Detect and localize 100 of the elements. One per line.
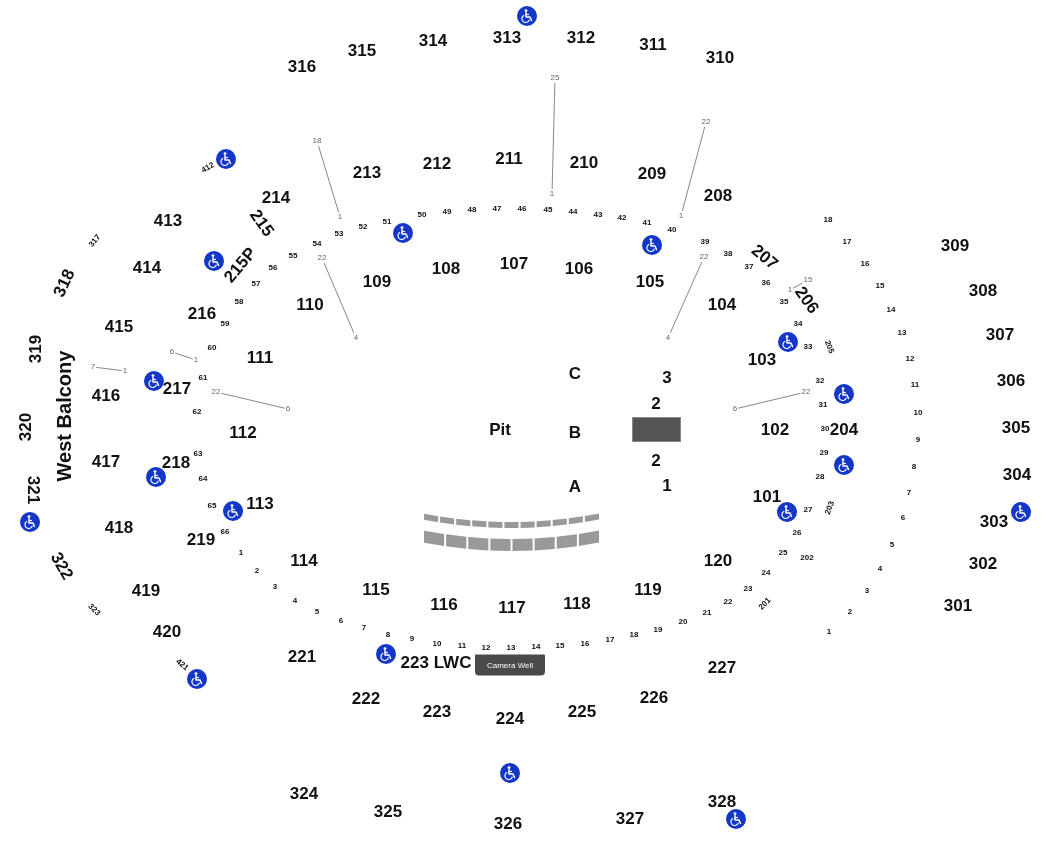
row-range-number: 22 <box>701 118 711 126</box>
row-number: 61 <box>198 374 208 382</box>
row-number: 43 <box>593 211 603 219</box>
leader-line <box>220 392 286 409</box>
row-number: 2 <box>847 608 853 616</box>
row-number: 60 <box>207 344 217 352</box>
row-range-number: 1 <box>787 286 793 294</box>
leader-line <box>681 126 706 212</box>
leader-line <box>318 145 339 213</box>
row-number: 51 <box>382 218 392 226</box>
section-number: 305 <box>1001 418 1031 436</box>
row-number: 5 <box>889 541 895 549</box>
row-range-number: 15 <box>803 276 813 284</box>
leader-line <box>174 352 194 360</box>
row-number: 66 <box>220 528 230 536</box>
row-number: 13 <box>897 329 907 337</box>
row-number: 20 <box>678 618 688 626</box>
section-number: 210 <box>569 153 599 171</box>
row-number: 64 <box>198 475 208 483</box>
section-number: 104 <box>707 295 737 313</box>
row-number: 1 <box>826 628 832 636</box>
row-number: 24 <box>761 569 771 577</box>
row-number: 3 <box>864 587 870 595</box>
section-number: 102 <box>760 420 790 438</box>
row-number: 3 <box>272 583 278 591</box>
row-range-number: 1 <box>193 356 199 364</box>
row-number: 6 <box>900 514 906 522</box>
section-number: A <box>568 477 582 495</box>
row-number: 201 <box>757 596 773 612</box>
row-number: 17 <box>842 238 852 246</box>
row-number: 54 <box>312 240 322 248</box>
row-number: 59 <box>220 320 230 328</box>
section-number: 118 <box>563 594 591 612</box>
row-number: 8 <box>911 463 917 471</box>
leader-line <box>792 282 804 289</box>
section-number: 3 <box>662 368 672 386</box>
row-number: 14 <box>886 306 896 314</box>
section-number: 322 <box>47 549 77 583</box>
row-number: 19 <box>653 626 663 634</box>
section-number: 303 <box>979 512 1009 530</box>
row-number: 41 <box>642 219 652 227</box>
section-number: 309 <box>940 236 970 254</box>
row-number: 16 <box>860 260 870 268</box>
section-number: 108 <box>431 259 461 277</box>
row-number: 11 <box>910 381 920 389</box>
section-number: 215 <box>246 206 278 240</box>
row-number: 8 <box>385 631 391 639</box>
section-number: 226 <box>639 688 669 706</box>
section-number: 120 <box>703 551 733 569</box>
section-number: 217 <box>162 379 192 397</box>
row-range-number: 1 <box>122 367 128 375</box>
row-number: 203 <box>823 500 837 516</box>
section-number: 311 <box>639 35 667 53</box>
row-number: 1 <box>238 549 244 557</box>
row-number: 62 <box>192 408 202 416</box>
section-number: 115 <box>362 580 390 598</box>
row-number: 15 <box>875 282 885 290</box>
section-number: 221 <box>287 647 317 665</box>
row-number: 29 <box>819 449 829 457</box>
row-range-number: 6 <box>285 405 291 413</box>
row-number: 58 <box>234 298 244 306</box>
row-number: 33 <box>803 343 813 351</box>
section-number: 212 <box>422 154 452 172</box>
row-number: 18 <box>823 216 833 224</box>
section-number: 319 <box>26 334 44 364</box>
section-number: 307 <box>985 325 1015 343</box>
section-number: 213 <box>352 163 382 181</box>
section-number: 211 <box>495 149 523 167</box>
section-number: 119 <box>634 580 662 598</box>
section-number: 109 <box>362 272 392 290</box>
row-number: 205 <box>822 339 836 355</box>
row-number: 2 <box>254 567 260 575</box>
leader-line <box>669 261 703 334</box>
row-number: 42 <box>617 214 627 222</box>
row-number: 48 <box>467 206 477 214</box>
row-number: 23 <box>743 585 753 593</box>
section-number: 223 <box>422 702 452 720</box>
row-number: 44 <box>568 208 578 216</box>
row-number: 45 <box>543 206 553 214</box>
row-number: 15 <box>555 642 565 650</box>
row-number: 412 <box>200 161 216 175</box>
row-number: 37 <box>744 263 754 271</box>
section-number: 223 LWC <box>400 653 472 671</box>
section-number: 420 <box>152 622 182 640</box>
section-number: 2 <box>651 451 661 469</box>
section-number: 206 <box>791 283 823 317</box>
row-number: 4 <box>292 597 298 605</box>
row-number: 31 <box>818 401 828 409</box>
row-number: 40 <box>667 226 677 234</box>
section-number: 306 <box>996 371 1026 389</box>
section-number: 111 <box>246 348 274 366</box>
section-number: C <box>568 364 582 382</box>
section-number: 327 <box>615 809 645 827</box>
section-number: 112 <box>229 423 257 441</box>
section-number: 116 <box>430 595 458 613</box>
section-number: 224 <box>495 709 525 727</box>
row-number: 21 <box>702 609 712 617</box>
row-number: 16 <box>580 640 590 648</box>
row-range-number: 22 <box>211 388 221 396</box>
section-number: 218 <box>161 453 191 471</box>
